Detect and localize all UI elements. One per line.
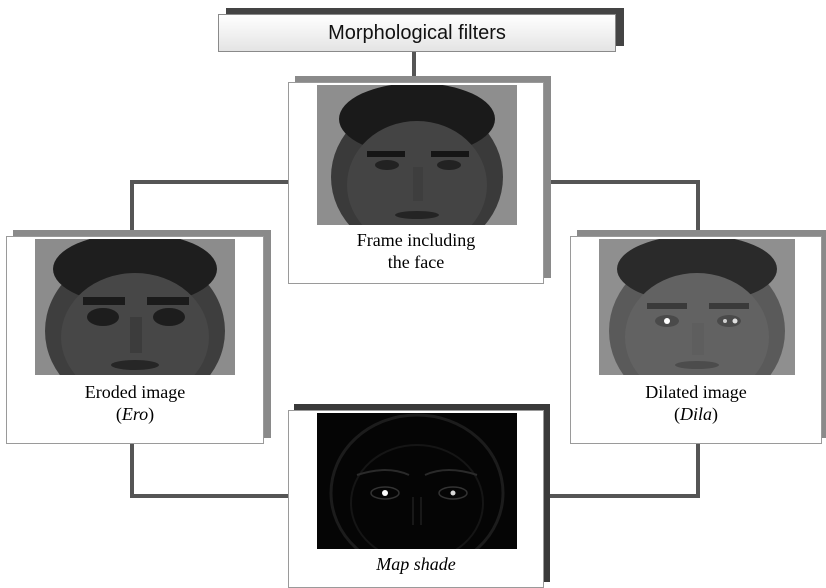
frame-panel: Frame including the face [288,82,544,284]
connector-eroded-to-map [130,494,290,498]
face-frame-image [317,85,517,225]
connector-dilated-down [696,442,700,498]
dilated-close-paren: ) [712,404,718,424]
connector-title-to-frame [412,52,416,82]
dilated-symbol: Dila [680,404,712,424]
connector-right-drop [696,180,700,234]
dilated-panel: Dilated image (Dila) [570,236,822,444]
connector-eroded-down [130,442,134,498]
dilated-caption-line1: Dilated image [571,381,821,403]
eroded-close-paren: ) [148,404,154,424]
eroded-image [35,239,235,375]
connector-dilated-to-map [542,494,700,498]
eroded-caption-line2: (Ero) [7,403,263,425]
dilated-caption-line2: (Dila) [571,403,821,425]
connector-frame-right [542,180,700,184]
eroded-caption-line1: Eroded image [7,381,263,403]
frame-caption-line1: Frame including [289,229,543,251]
map-shade-panel: Map shade [288,410,544,588]
connector-frame-left [130,180,290,184]
frame-caption: Frame including the face [289,229,543,273]
map-shade-caption-text: Map shade [376,554,456,574]
eroded-panel: Eroded image (Ero) [6,236,264,444]
frame-caption-line2: the face [289,251,543,273]
diagram-title: Morphological filters [218,14,616,52]
eroded-symbol: Ero [122,404,148,424]
dilated-caption: Dilated image (Dila) [571,381,821,425]
map-shade-caption: Map shade [289,553,543,575]
map-shade-image [317,413,517,549]
eroded-caption: Eroded image (Ero) [7,381,263,425]
connector-left-drop [130,180,134,234]
dilated-image [599,239,795,375]
